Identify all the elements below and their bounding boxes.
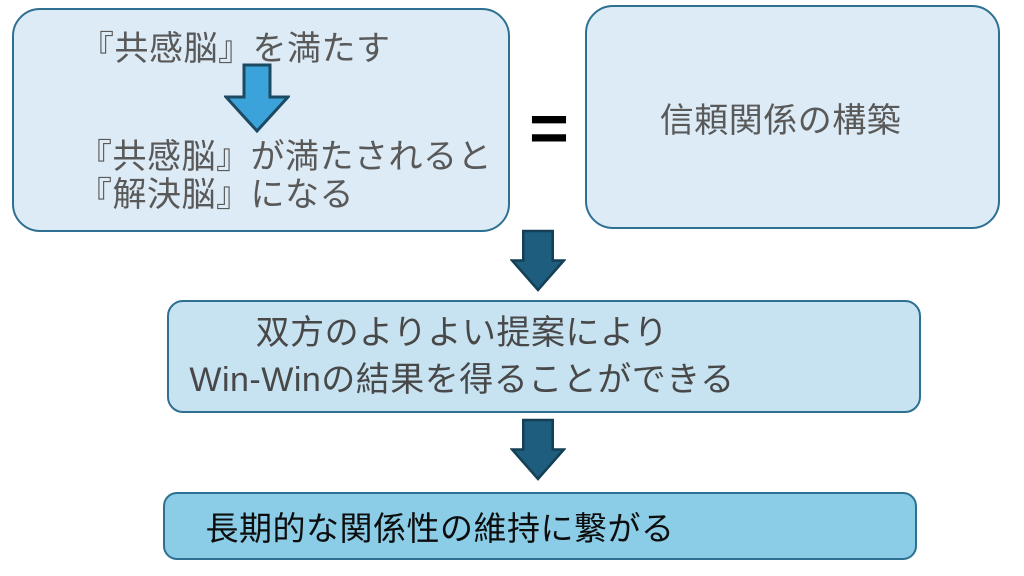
down-arrow-icon (224, 63, 290, 133)
longterm-box-label: 長期的な関係性の維持に繋がる (205, 510, 675, 547)
equals-sign: = (529, 90, 569, 166)
flow-down-arrow-icon-1 (510, 229, 566, 292)
empathy-box-line3: 『解決脳』になる (78, 176, 354, 214)
winwin-box: 双方のよりよい提案により Win-Winの結果を得ることができる (167, 300, 921, 413)
winwin-box-text: 双方のよりよい提案により Win-Winの結果を得ることができる (169, 310, 755, 404)
winwin-box-line2: Win-Winの結果を得ることができる (189, 360, 735, 399)
trust-box: 信頼関係の構築 (585, 5, 1000, 229)
empathy-box-line1: 『共感脳』を満たす (80, 30, 391, 68)
flow-down-arrow-icon-2 (510, 418, 566, 481)
empathy-box-result: 『共感脳』が満たされると 『解決脳』になる (78, 138, 492, 214)
winwin-box-line1: 双方のよりよい提案により (255, 313, 669, 352)
longterm-box: 長期的な関係性の維持に繋がる (163, 492, 917, 560)
empathy-box: 『共感脳』を満たす 『共感脳』が満たされると 『解決脳』になる (12, 8, 510, 232)
empathy-box-line2: 『共感脳』が満たされると (78, 138, 492, 176)
trust-box-label: 信頼関係の構築 (659, 101, 902, 140)
